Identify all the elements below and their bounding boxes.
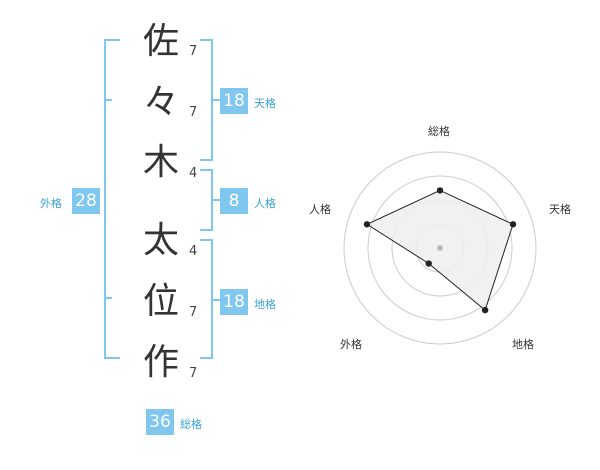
radar-data-point-5 xyxy=(363,221,371,228)
name-char-1: 佐 xyxy=(142,21,179,62)
gaikaku-value-badge: 28 xyxy=(72,188,100,214)
name-char-3: 木 xyxy=(142,142,179,183)
name-char-6: 作 xyxy=(142,342,179,383)
chikaku-label: 地格 xyxy=(254,298,276,311)
stroke-count-6: 7 xyxy=(189,366,198,381)
radar-grid-ring-3 xyxy=(367,175,513,321)
radar-axis-label-soukaku: 総格 xyxy=(428,125,450,138)
gaikaku-bracket xyxy=(104,39,120,359)
stroke-count-2: 7 xyxy=(189,105,198,120)
radar-axis-label-jinkaku: 人格 xyxy=(309,203,331,216)
radar-grid-ring-4 xyxy=(343,151,537,345)
radar-center-dot xyxy=(437,245,443,251)
radar-data-point-2 xyxy=(509,221,517,228)
name-char-5: 位 xyxy=(142,281,179,322)
stroke-count-1: 7 xyxy=(189,44,198,59)
stroke-count-3: 4 xyxy=(189,166,198,181)
radar-axis-label-chikaku: 地格 xyxy=(512,338,534,351)
radar-data-point-3 xyxy=(481,306,489,314)
stroke-count-4: 4 xyxy=(189,244,198,259)
name-char-2: 々 xyxy=(142,82,179,123)
jinkaku-value-badge: 8 xyxy=(220,188,248,214)
tenkaku-label: 天格 xyxy=(254,97,276,110)
radar-axis-label-tenkaku: 天格 xyxy=(549,203,571,216)
stroke-count-5: 7 xyxy=(189,305,198,320)
tenkaku-value-badge: 18 xyxy=(220,88,248,114)
radar-data-point-4 xyxy=(425,260,432,267)
soukaku-value-badge: 36 xyxy=(146,409,174,435)
radar-axis-label-gaikaku: 外格 xyxy=(340,338,362,351)
name-char-4: 太 xyxy=(142,220,179,261)
jinkaku-label: 人格 xyxy=(254,197,276,210)
chikaku-value-badge: 18 xyxy=(220,289,248,315)
gaikaku-label: 外格 xyxy=(40,197,62,210)
radar-data-point-1 xyxy=(436,187,444,194)
soukaku-label: 総格 xyxy=(180,418,202,431)
